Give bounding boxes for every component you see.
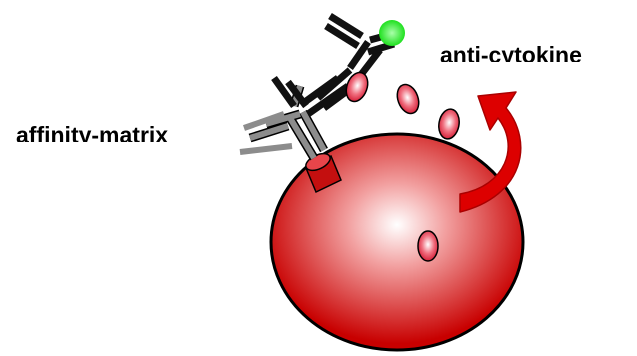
affinity-matrix-label: affinity-matrix	[16, 124, 169, 142]
cell-shape	[269, 132, 525, 352]
cytokine-free-2	[438, 108, 460, 140]
affinity-matrix-antibody-shape	[239, 84, 328, 161]
anti-cytokine-antibody-shape	[271, 13, 396, 117]
anti-cytokine-label: anti-cytokine	[440, 44, 582, 62]
curved-arrow-shape	[459, 91, 522, 213]
cytokine-in-cell	[417, 230, 439, 262]
fluorophore-dot	[379, 20, 405, 46]
cytokine-free-1	[396, 83, 420, 115]
cytokine-bound	[345, 71, 369, 103]
